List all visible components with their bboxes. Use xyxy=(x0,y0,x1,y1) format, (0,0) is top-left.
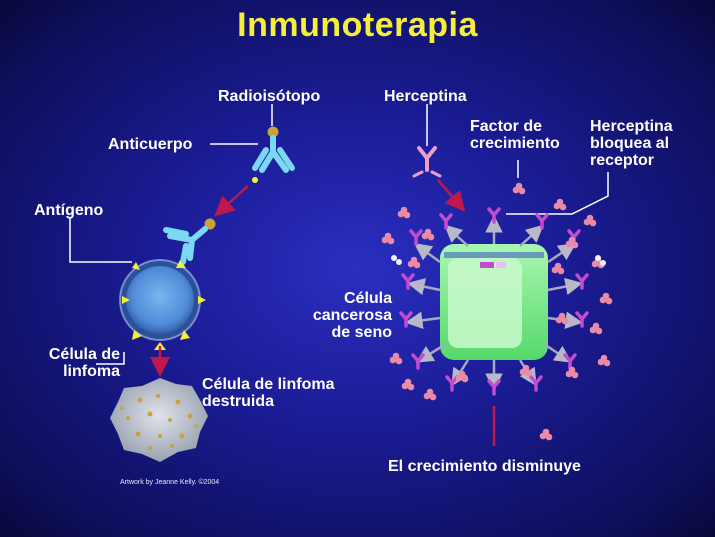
herceptin-antibody-icon xyxy=(412,146,442,178)
page-title: Inmunoterapia xyxy=(237,6,478,44)
cancer-label-line2: cancerosa xyxy=(312,307,392,324)
antibody-with-radioisotope-icon xyxy=(252,126,295,183)
lymphoma-cell-icon xyxy=(119,259,206,350)
herceptin-arrow xyxy=(437,179,466,212)
binding-arrow xyxy=(214,185,249,217)
blocks-label-line3: receptor xyxy=(590,152,655,169)
destroyed-cell-icon xyxy=(110,378,208,462)
lymphoma-label-line1: Célula de xyxy=(48,346,120,363)
blocks-label-line2: bloquea al xyxy=(590,135,670,152)
antibody-label: Anticuerpo xyxy=(108,136,193,153)
artwork-credit: Artwork by Jeanne Kelly. ©2004 xyxy=(120,479,220,486)
blocks-receptor-leader-line xyxy=(506,172,609,215)
factor-label-line2: crecimiento xyxy=(470,135,560,152)
cancer-label-line1: Célula xyxy=(343,290,392,307)
lymphoma-leader-line xyxy=(96,352,125,365)
lymphoma-cell-label: Célula de linfoma xyxy=(10,346,120,380)
lymphoma-label-line2: linfoma xyxy=(63,363,120,380)
growth-factor-label: Factor de crecimiento xyxy=(470,118,560,152)
factor-label-line1: Factor de xyxy=(470,118,543,135)
destroyed-label-line2: destruida xyxy=(202,393,275,410)
destroyed-cell-label: Célula de linfoma destruida xyxy=(202,376,334,410)
radioisotope-label: Radioisótopo xyxy=(218,88,321,105)
breast-cancer-cell-icon xyxy=(440,244,548,360)
herceptin-blocks-label: Herceptina bloquea al receptor xyxy=(590,118,673,169)
growth-factor-sample-icon xyxy=(512,182,526,195)
cancer-cell-label: Célula cancerosa de seno xyxy=(292,290,392,341)
blocking-molecule-icons xyxy=(391,255,606,266)
antigen-label: Antígeno xyxy=(34,202,104,219)
cancer-label-line3: de seno xyxy=(331,324,392,341)
destroyed-label-line1: Célula de linfoma xyxy=(202,376,335,393)
growth-decreases-label: El crecimiento disminuye xyxy=(388,458,581,475)
bound-antibody-icon xyxy=(163,218,216,265)
herceptin-label: Herceptina xyxy=(384,88,467,105)
blocks-label-line1: Herceptina xyxy=(590,118,673,135)
antigen-leader-line xyxy=(69,218,132,263)
